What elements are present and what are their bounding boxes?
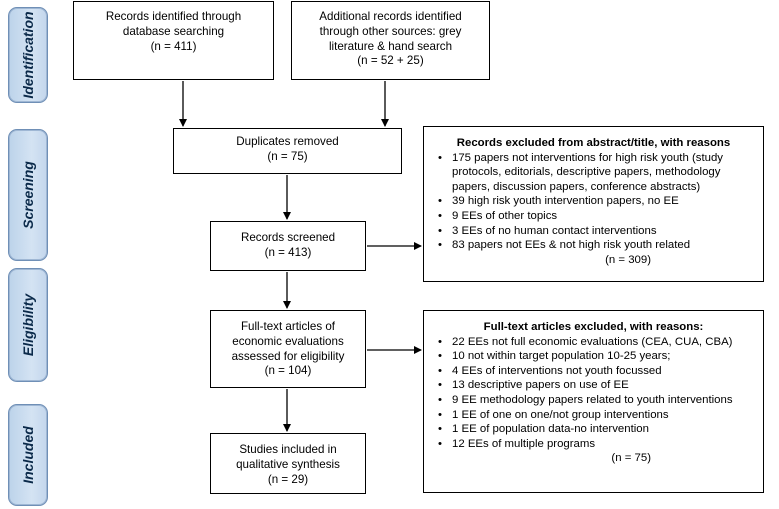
studies-included-count: (n = 29) [267, 472, 309, 486]
studies-included-line-1: Studies included in [239, 443, 337, 456]
records-other-box: Additional records identified through ot… [291, 1, 490, 80]
studies-included-line-2: qualitative synthesis [236, 457, 340, 471]
excluded-fulltext-reason: 1 EE of population data-no intervention [438, 422, 763, 437]
stage-included: Included [8, 404, 48, 506]
excluded-fulltext-reason: 22 EEs not full economic evaluations (CE… [438, 335, 763, 350]
excluded-abstract-reason: 9 EEs of other topics [438, 209, 757, 224]
duplicates-removed-label: Duplicates removed [236, 135, 339, 148]
excluded-fulltext-title: Full-text articles excluded, with reason… [483, 321, 704, 333]
excluded-abstract-total: (n = 309) [605, 253, 651, 266]
excluded-abstract-reason: 83 papers not EEs & not high risk youth … [438, 238, 757, 253]
records-database-box: Records identified through database sear… [73, 1, 274, 80]
records-database-line-1: Records identified through [105, 10, 242, 23]
fulltext-assessed-count: (n = 104) [264, 364, 312, 378]
records-screened-label: Records screened [240, 231, 336, 244]
stage-identification: Identification [8, 7, 48, 103]
excluded-abstract-title: Records excluded from abstract/title, wi… [456, 137, 731, 149]
stage-eligibility: Eligibility [8, 268, 48, 382]
excluded-fulltext-total: (n = 75) [611, 452, 651, 465]
fulltext-assessed-line-2: economic evaluations [232, 334, 344, 348]
fulltext-assessed-line-3: assessed for eligibility [231, 349, 345, 363]
records-other-line-3: literature & hand search [328, 39, 453, 53]
excluded-fulltext-box: Full-text articles excluded, with reason… [423, 310, 764, 493]
stage-screening: Screening [8, 129, 48, 261]
excluded-abstract-box: Records excluded from abstract/title, wi… [423, 126, 764, 282]
excluded-abstract-reason: 3 EEs of no human contact interventions [438, 224, 757, 239]
records-database-count: (n = 411) [150, 39, 197, 53]
records-other-line-2: through other sources: grey [319, 24, 462, 38]
excluded-fulltext-reason: 4 EEs of interventions not youth focusse… [438, 364, 763, 379]
excluded-abstract-reason: 39 high risk youth intervention papers, … [438, 194, 757, 209]
records-other-line-1: Additional records identified [319, 10, 462, 23]
studies-included-box: Studies included in qualitative synthesi… [210, 433, 366, 494]
duplicates-removed-count: (n = 75) [267, 149, 308, 163]
fulltext-assessed-box: Full-text articles of economic evaluatio… [210, 310, 366, 388]
records-other-count: (n = 52 + 25) [357, 54, 424, 68]
excluded-fulltext-reason: 1 EE of one on one/not group interventio… [438, 408, 763, 423]
duplicates-removed-box: Duplicates removed (n = 75) [173, 128, 402, 174]
excluded-abstract-reason: 175 papers not interventions for high ri… [438, 151, 757, 195]
records-database-line-2: database searching [122, 24, 225, 38]
records-screened-count: (n = 413) [264, 245, 312, 259]
fulltext-assessed-line-1: Full-text articles of [240, 320, 336, 333]
excluded-fulltext-reason: 13 descriptive papers on use of EE [438, 378, 763, 393]
records-screened-box: Records screened (n = 413) [210, 221, 366, 271]
excluded-fulltext-reason: 12 EEs of multiple programs [438, 437, 763, 452]
excluded-fulltext-reason: 10 not within target population 10-25 ye… [438, 349, 763, 364]
excluded-fulltext-reason: 9 EE methodology papers related to youth… [438, 393, 763, 408]
